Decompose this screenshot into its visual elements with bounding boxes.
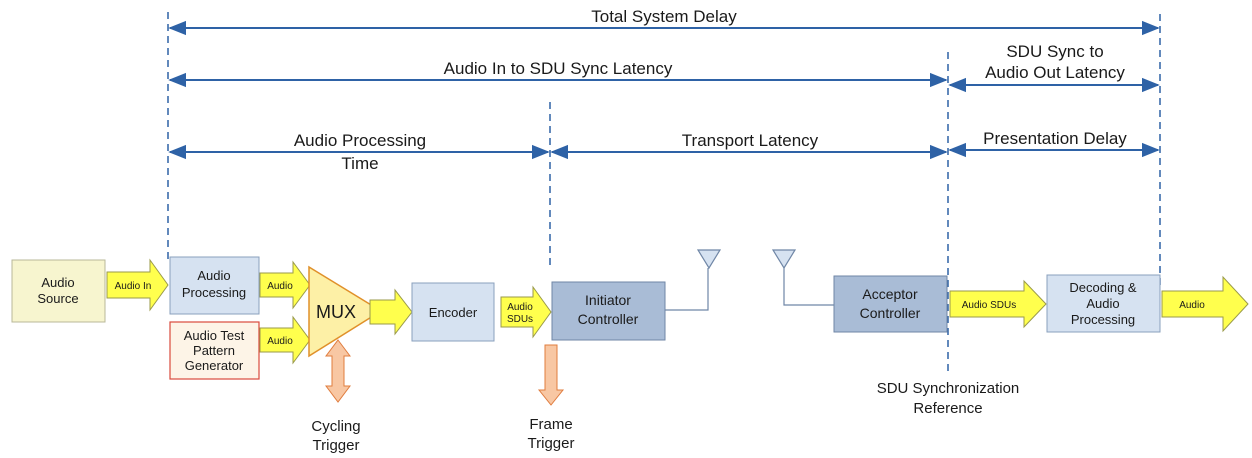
cycling-trigger-label-line1: Cycling [311,418,360,435]
audio-sdus-arrow-label-line2: SDUs [507,314,533,325]
transport-latency-label: Transport Latency [682,131,819,150]
audio-source-label-line1: Audio [41,275,74,290]
initiator-antenna-line [665,268,709,311]
encoder-block [411,282,495,342]
audio-test-pattern-generator-block [169,321,260,380]
initiator-controller-label-line2: Controller [578,311,639,327]
audio-in-to-sdu-label: Audio In to SDU Sync Latency [444,59,673,78]
audio-arrow-to-mux [259,260,311,310]
sdu-sync-to-audio-out-label-line1: SDU Sync to [1006,42,1103,61]
presentation-delay-label: Presentation Delay [983,129,1127,148]
acceptor-controller-label-line1: Acceptor [862,286,918,302]
mux-block [308,265,383,358]
frame-trigger-arrow [537,344,565,406]
audio-sdus-arrow-to-decoder [949,279,1047,329]
initiator-antenna-icon [696,249,722,270]
sdu-sync-to-audio-out-label-line2: Audio Out Latency [985,63,1125,82]
audio-sdus-arrow-label-line1: Audio [507,302,533,313]
frame-trigger-label-line2: Trigger [528,435,575,452]
audio-sdus-arrow-to-initiator [500,285,552,339]
audio-processing-block [169,256,260,315]
audio-out-arrow-label: Audio [1179,300,1205,311]
mux-label: MUX [316,302,356,322]
audio-test-pattern-label-line1: Audio Test [184,328,245,343]
encoder-label: Encoder [429,305,478,320]
audio-processing-label-line1: Audio [197,268,230,283]
sdu-sync-reference-label-line1: SDU Synchronization [877,380,1020,397]
cycling-trigger-arrow [325,339,351,403]
initiator-controller-block [551,281,666,341]
acceptor-controller-block [833,275,948,333]
audio-processing-label-line2: Processing [182,285,246,300]
total-system-delay-label: Total System Delay [591,7,737,26]
audio-in-arrow [106,258,169,312]
decoding-audio-processing-block [1046,274,1161,333]
cycling-trigger-label-line2: Trigger [313,437,360,454]
audio-test-pattern-label-line3: Generator [185,358,244,373]
test-audio-arrow-to-mux [259,315,311,365]
audio-processing-time-label-line1: Audio Processing [294,131,426,150]
test-audio-arrow-label: Audio [267,336,293,347]
decoding-label-line3: Processing [1071,312,1135,327]
audio-out-arrow [1161,275,1249,333]
decoding-label-line2: Audio [1086,296,1119,311]
audio-source-block [11,259,106,323]
audio-sdus-wide-arrow-label: Audio SDUs [962,300,1016,311]
audio-source-label-line2: Source [37,291,78,306]
audio-in-arrow-label: Audio In [115,281,152,292]
audio-arrow-to-mux-label: Audio [267,281,293,292]
decoding-label-line1: Decoding & [1069,280,1137,295]
sdu-sync-reference-label-line2: Reference [913,400,982,417]
audio-test-pattern-label-line2: Pattern [193,343,235,358]
mux-to-encoder-arrow [369,288,413,336]
acceptor-antenna-icon [771,249,797,270]
frame-trigger-label-line1: Frame [529,416,572,433]
acceptor-antenna-line [783,268,834,306]
audio-processing-time-label-line2: Time [341,154,378,173]
acceptor-controller-label-line2: Controller [860,305,921,321]
initiator-controller-label-line1: Initiator [585,292,631,308]
